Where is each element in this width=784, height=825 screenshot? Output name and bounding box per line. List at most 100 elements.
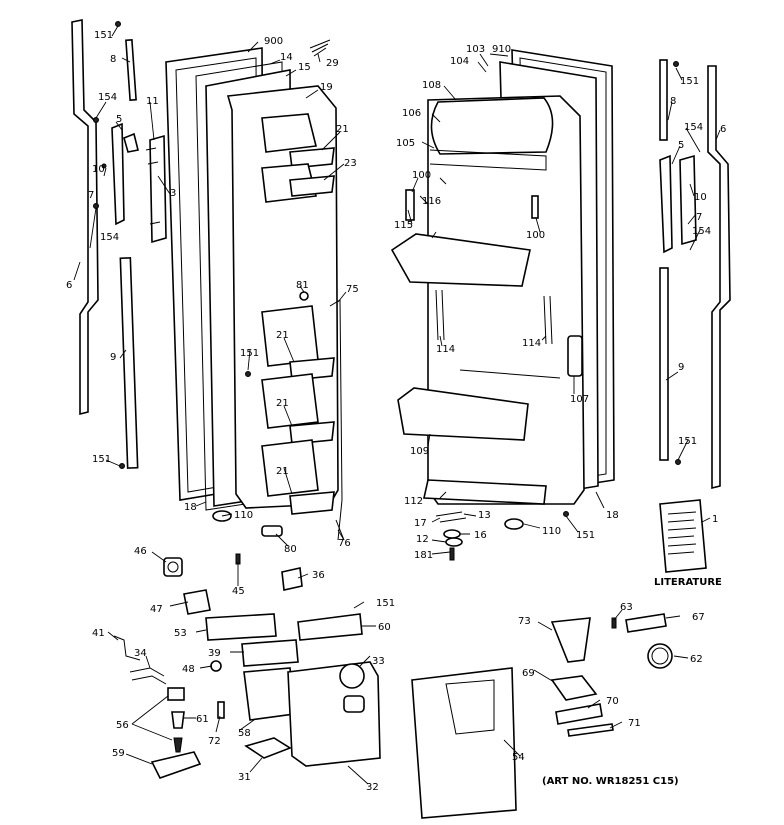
- screw-10: [101, 163, 107, 169]
- callout-53: 53: [174, 628, 187, 639]
- screw-154-a: [93, 117, 99, 123]
- part-29-key: [309, 39, 331, 57]
- screw-151-bottom: [119, 463, 125, 469]
- part-13-17-hinge-parts: [435, 511, 467, 523]
- callout-107: 107: [570, 394, 589, 405]
- callout-5: 5: [678, 140, 684, 151]
- leader-lines: [73, 25, 721, 785]
- callout-48: 48: [182, 664, 195, 675]
- callout-1: 1: [712, 514, 718, 525]
- part-36-actuator: [281, 567, 303, 591]
- part-34-harness: [129, 667, 167, 685]
- callout-910: 910: [492, 44, 511, 55]
- callout-154: 154: [684, 122, 703, 133]
- callout-19: 19: [320, 82, 333, 93]
- callout-3: 3: [170, 188, 176, 199]
- callout-15: 15: [298, 62, 311, 73]
- part-6-left-trim-strip: [71, 19, 99, 416]
- part-71-rod: [567, 723, 614, 737]
- literature-label: LITERATURE: [654, 577, 722, 588]
- part-58-module: [243, 667, 295, 721]
- callout-6: 6: [66, 280, 72, 291]
- callout-13: 13: [478, 510, 491, 521]
- part-59-pad: [150, 751, 202, 779]
- part-151-right-screw: [563, 511, 569, 517]
- part-56-switch-top: [167, 687, 185, 701]
- part-5-handle-mount: [123, 132, 139, 153]
- part-8-bracket: [125, 39, 137, 101]
- callout-60: 60: [378, 622, 391, 633]
- callout-58: 58: [238, 728, 251, 739]
- callout-154: 154: [692, 226, 711, 237]
- part-41-wire: [113, 635, 141, 661]
- part-47-plate: [183, 589, 211, 615]
- callout-69: 69: [522, 668, 535, 679]
- callout-41: 41: [92, 628, 105, 639]
- callout-34: 34: [134, 648, 147, 659]
- callout-100: 100: [412, 170, 431, 181]
- callout-151: 151: [92, 454, 111, 465]
- part-61-nozzle: [171, 711, 185, 729]
- callout-70: 70: [606, 696, 619, 707]
- callout-10: 10: [92, 164, 105, 175]
- callout-54: 54: [512, 752, 525, 763]
- callout-8: 8: [670, 96, 676, 107]
- part-76-tube-end: [335, 519, 345, 541]
- art-number: (ART NO. WR18251 C15): [542, 776, 679, 787]
- callout-9: 9: [678, 362, 684, 373]
- callout-116: 116: [422, 196, 441, 207]
- literature-booklet: [659, 499, 707, 573]
- callout-109: 109: [410, 446, 429, 457]
- callout-47: 47: [150, 604, 163, 615]
- callout-59: 59: [112, 748, 125, 759]
- callout-32: 32: [366, 782, 379, 793]
- callout-114: 114: [522, 338, 541, 349]
- part-46-cap: [163, 557, 183, 577]
- part-11-cap-bracket: [145, 147, 161, 225]
- callout-67: 67: [692, 612, 705, 623]
- callout-31: 31: [238, 772, 251, 783]
- callout-151: 151: [680, 76, 699, 87]
- callout-75: 75: [346, 284, 359, 295]
- freezer-door-assembly: [165, 47, 339, 515]
- part-9-right-strip: [659, 267, 669, 461]
- part-5-right-handle: [659, 154, 673, 254]
- part-31-drip-tray: [244, 737, 292, 759]
- callout-21: 21: [276, 398, 289, 409]
- callout-104: 104: [450, 56, 469, 67]
- callout-16: 16: [474, 530, 487, 541]
- fresh-food-door-assembly: [390, 49, 615, 505]
- callout-11: 11: [146, 96, 159, 107]
- part-6-right-trim-strip: [707, 65, 731, 490]
- part-9-vertical-strip: [119, 257, 139, 469]
- callout-71: 71: [628, 718, 641, 729]
- part-32-cup: [343, 695, 365, 713]
- screw-151-right-bottom: [675, 459, 681, 465]
- part-8-right-bracket: [659, 59, 668, 141]
- part-72-clip: [217, 701, 225, 719]
- part-69-door-flap: [550, 675, 598, 701]
- part-62-ring-inner: [651, 647, 669, 665]
- callout-151: 151: [576, 530, 595, 541]
- callout-18: 18: [606, 510, 619, 521]
- callout-114: 114: [436, 344, 455, 355]
- callout-151: 151: [376, 598, 395, 609]
- callout-56: 56: [116, 720, 129, 731]
- callout-17: 17: [414, 518, 427, 529]
- screw-151-top: [115, 21, 121, 27]
- part-53-panel: [205, 613, 277, 641]
- callout-73: 73: [518, 616, 531, 627]
- part-114-left-rail: [435, 289, 445, 341]
- callout-110: 110: [542, 526, 561, 537]
- callout-181: 181: [414, 550, 433, 561]
- callout-7: 7: [88, 190, 94, 201]
- callout-36: 36: [312, 570, 325, 581]
- callout-72: 72: [208, 736, 221, 747]
- callout-151: 151: [240, 348, 259, 359]
- callout-154: 154: [100, 232, 119, 243]
- callout-21: 21: [276, 466, 289, 477]
- callout-105: 105: [396, 138, 415, 149]
- callout-6: 6: [720, 124, 726, 135]
- part-32-dispenser-housing: [287, 661, 381, 767]
